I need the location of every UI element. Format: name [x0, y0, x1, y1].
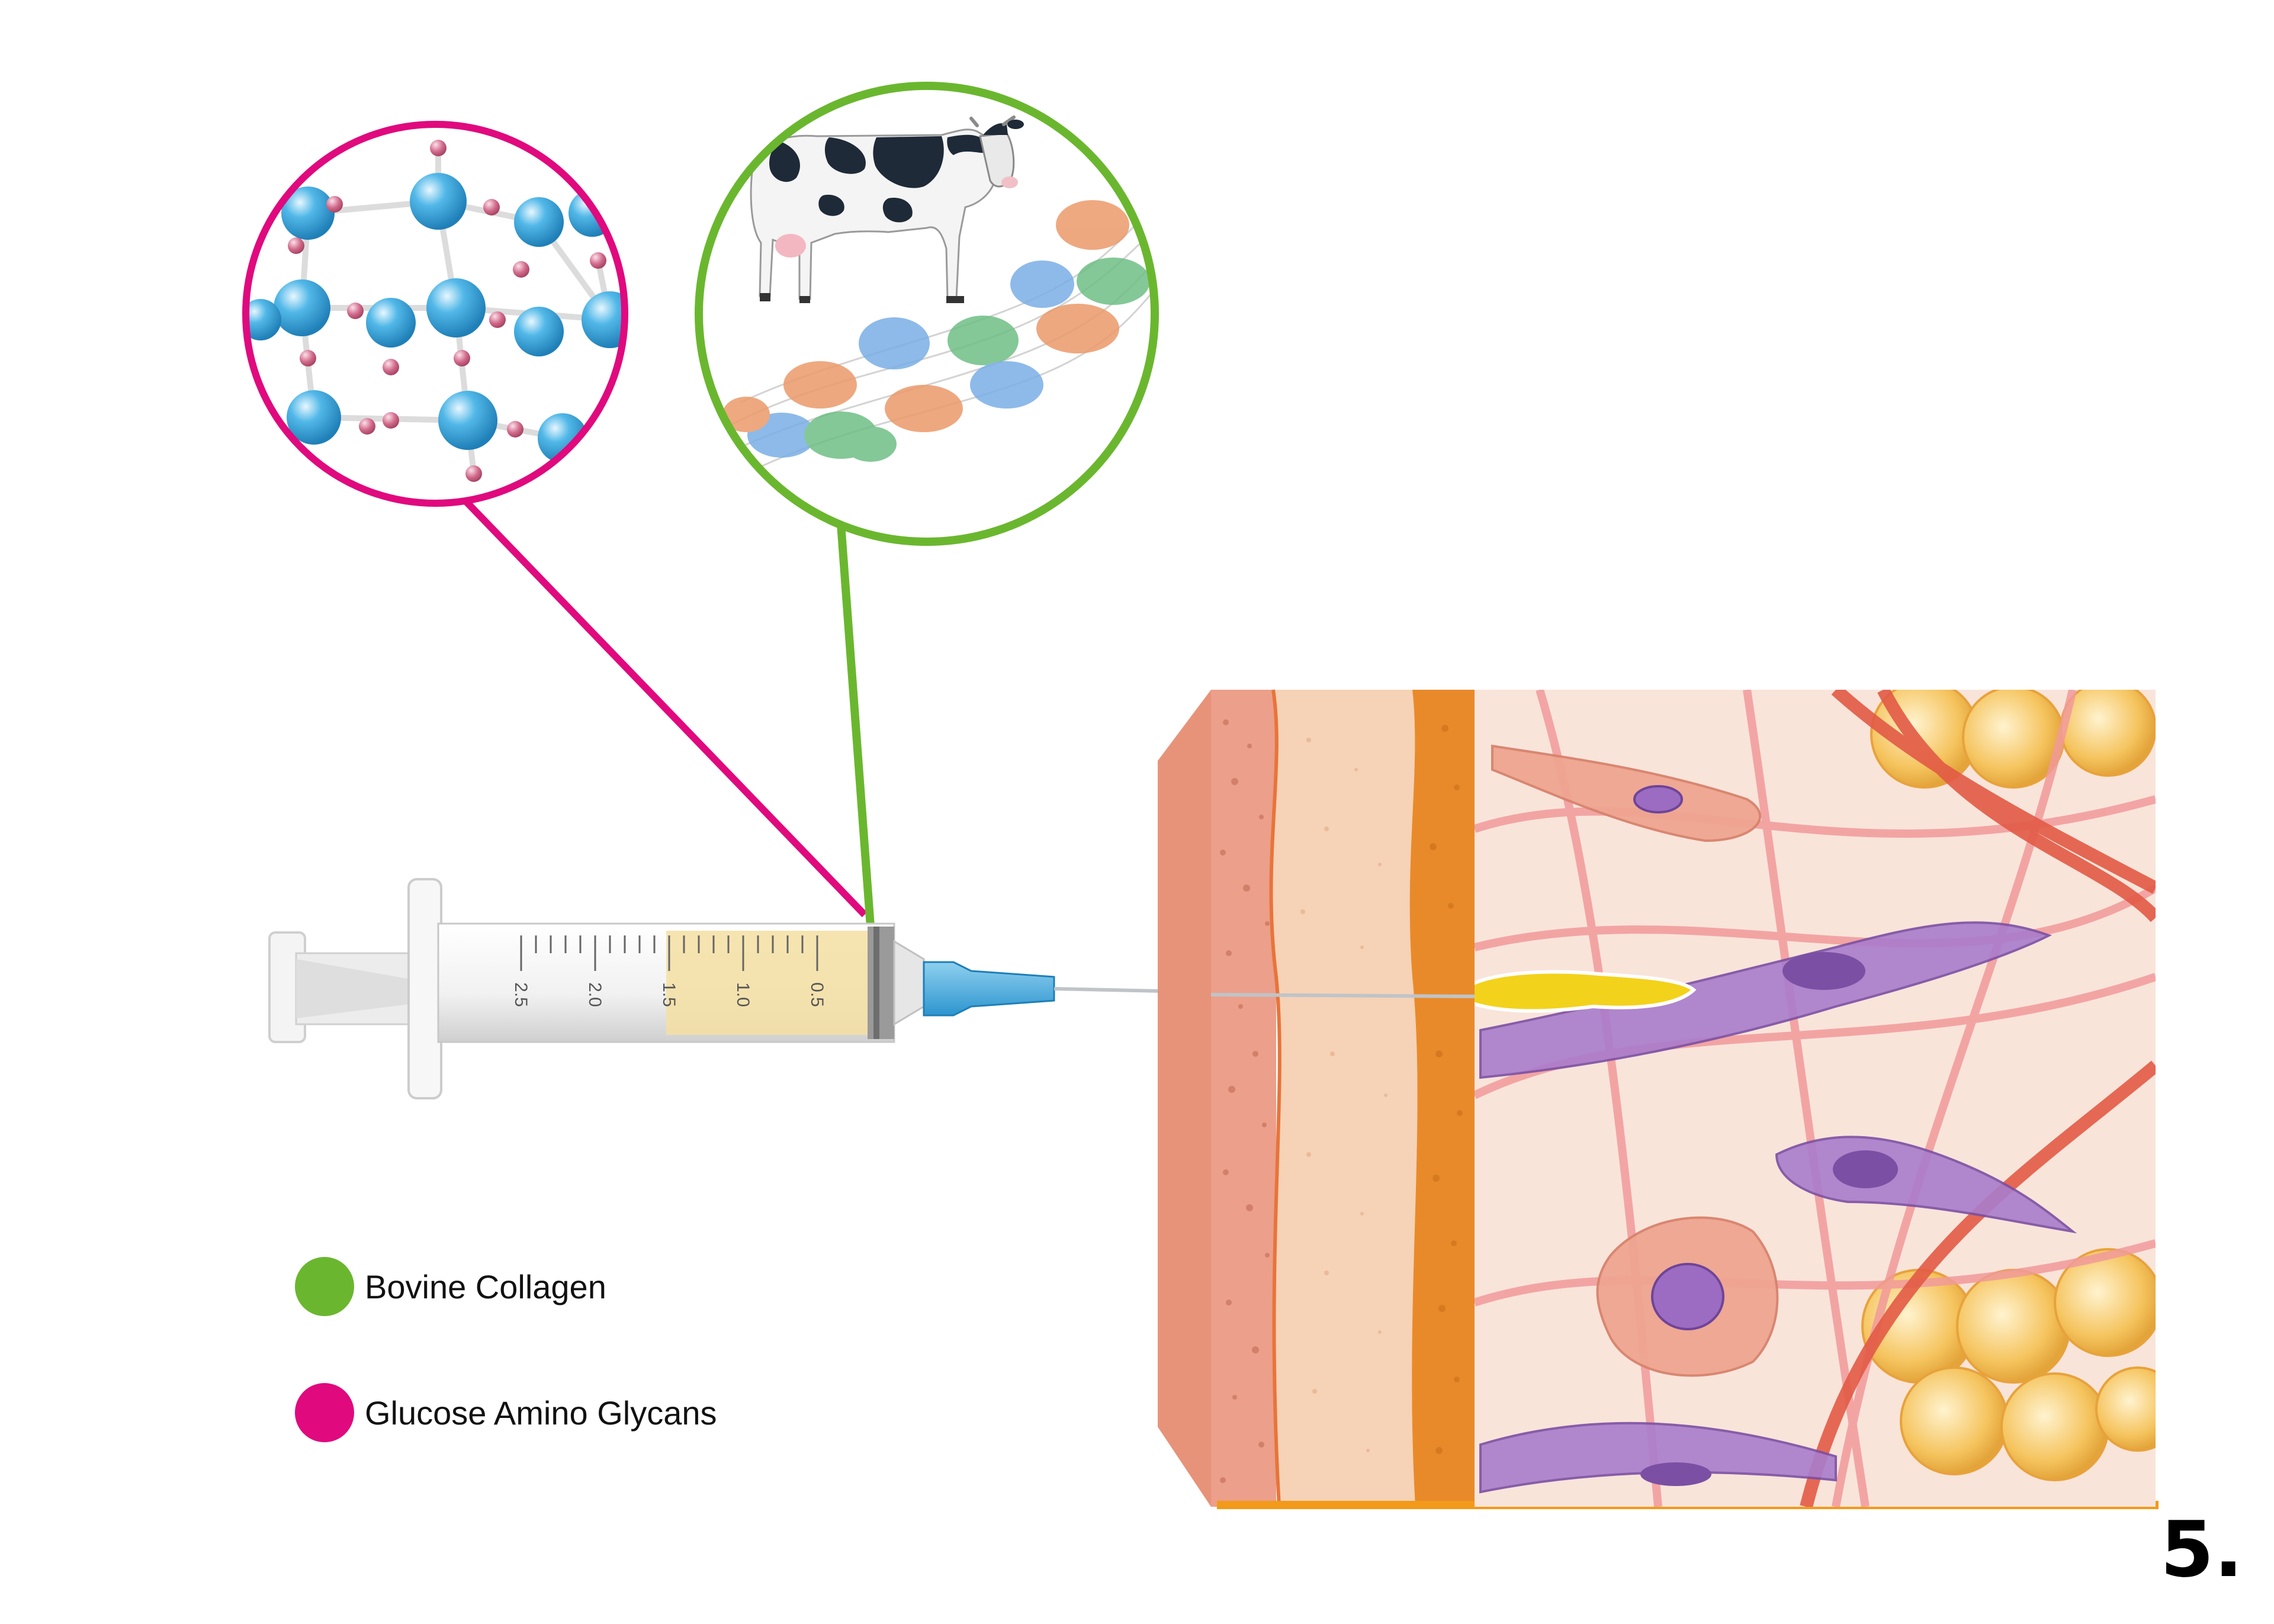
epidermis-layer [1211, 690, 1276, 1507]
legend-dot-bovine-collagen [295, 1257, 354, 1316]
syringe-icon: 2.5 2.0 1.5 1.0 0.5 [268, 878, 1463, 1099]
legend-dot-glucose-amino-glycans [295, 1383, 354, 1442]
syringe-scale-label: 2.0 [585, 982, 605, 1007]
collagen-connector-line [837, 523, 875, 927]
glycan-connector-line [462, 497, 868, 918]
cow-icon [750, 115, 1024, 303]
syringe-scale-label: 0.5 [807, 982, 827, 1007]
skin-cross-section [1158, 689, 2159, 1509]
syringe-scale-label: 1.5 [659, 982, 679, 1007]
legend-label: Glucose Amino Glycans [365, 1394, 717, 1432]
legend-item-bovine-collagen: Bovine Collagen [295, 1257, 606, 1316]
dermis-layer [1271, 690, 1418, 1507]
figure-number: 5. [2160, 1504, 2243, 1594]
fibroblast-cells [1479, 921, 2077, 1494]
syringe-scale-label: 2.5 [511, 982, 531, 1007]
glycan-molecule-magnifier [242, 121, 628, 507]
blood-vessels [1800, 690, 2156, 1507]
legend-label: Bovine Collagen [365, 1268, 606, 1305]
syringe-scale-ticks [520, 935, 818, 971]
filler-deposit [1475, 970, 1697, 1013]
legend-item-glucose-amino-glycans: Glucose Amino Glycans [295, 1383, 717, 1442]
bovine-collagen-magnifier [695, 82, 1159, 546]
subcutaneous-tissue [1475, 690, 2156, 1507]
collagen-clumps [722, 200, 1150, 462]
reticular-layer [1409, 690, 1475, 1507]
fat-cells [1861, 690, 2156, 1481]
skin-side-face [1158, 690, 1211, 1507]
syringe-scale-label: 1.0 [733, 982, 753, 1007]
